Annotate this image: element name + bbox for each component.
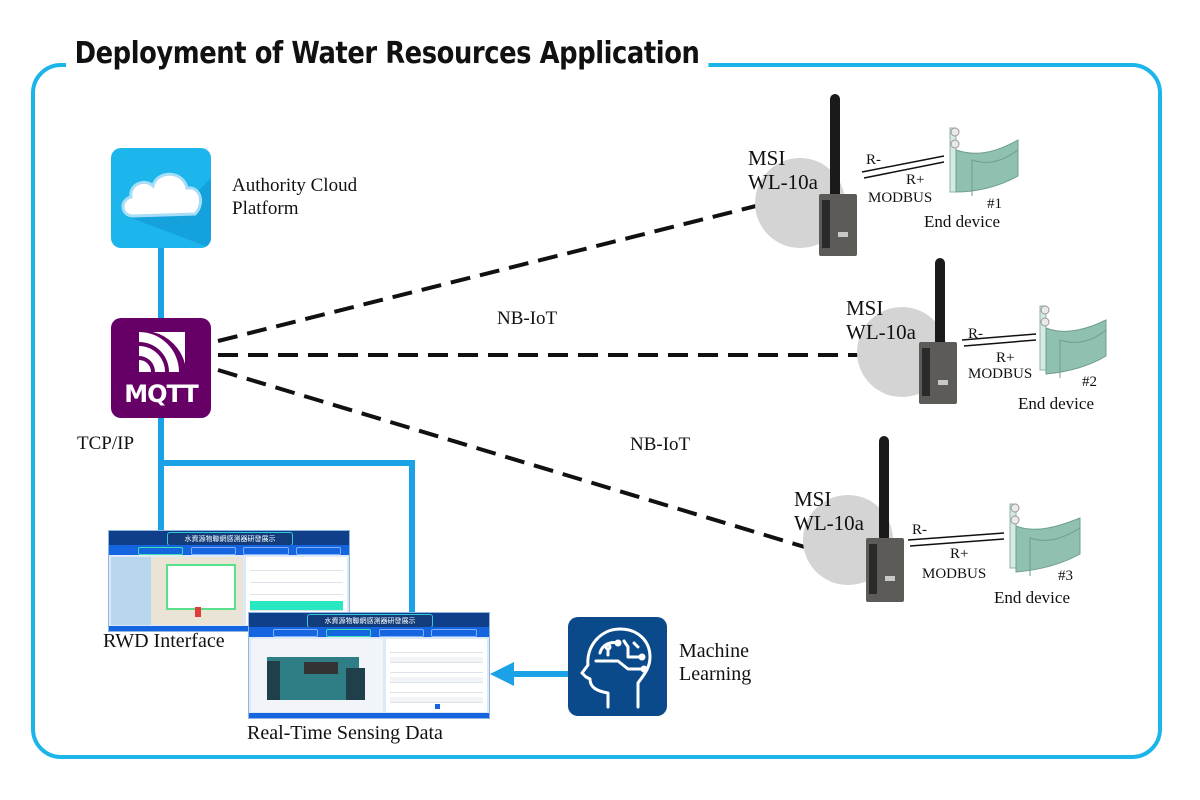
- mqtt-text: MQTT: [124, 380, 199, 408]
- rwd-interface-label: RWD Interface: [103, 630, 225, 652]
- ml-label-line2: Learning: [679, 663, 752, 685]
- gateway-1-model: WL-10a: [748, 170, 818, 194]
- gateway-2-r-minus: R-: [968, 326, 983, 342]
- tcpip-label: TCP/IP: [77, 433, 135, 454]
- gateway-3-r-minus: R-: [912, 522, 927, 538]
- gateway-1-r-minus: R-: [866, 152, 881, 168]
- realtime-table-pane: [386, 639, 487, 712]
- mqtt-signal-icon: [139, 332, 185, 372]
- rwd-interface-screenshot: 水資源物聯網感測器研發展示: [108, 530, 350, 632]
- end-device-3-icon: [1009, 503, 1081, 576]
- nbiot-link-1: [217, 203, 761, 343]
- brain-head-icon: [580, 627, 652, 709]
- ml-label-line1: Machine: [679, 640, 749, 662]
- gateway-3-protocol: MODBUS: [922, 566, 987, 582]
- cloud-icon: [121, 172, 211, 248]
- gateway-3-r-plus: R+: [950, 546, 969, 562]
- machine-learning-label: Machine Learning: [679, 640, 751, 686]
- gateway-3-name: MSI WL-10a: [794, 487, 864, 535]
- diagram-title: Deployment of Water Resources Applicatio…: [66, 36, 709, 71]
- gateway-3-antenna: [879, 436, 889, 542]
- gateway-2-r-plus: R+: [996, 350, 1015, 366]
- realtime-sensing-screenshot: 水資源物聯網感測器研發展示: [248, 612, 490, 719]
- nbiot-link-3: [217, 368, 809, 550]
- end-device-1-number: #1: [987, 196, 1002, 212]
- authority-cloud-node: [111, 148, 211, 248]
- gateway-2-antenna: [935, 258, 945, 350]
- ml-arrow-head: [490, 662, 514, 686]
- gateway-2: [857, 258, 1107, 404]
- end-device-2-number: #2: [1082, 374, 1097, 390]
- end-device-2-label: End device: [1018, 394, 1094, 413]
- end-device-3-label: End device: [994, 588, 1070, 607]
- end-device-2-icon: [1039, 305, 1107, 378]
- gateway-1-name: MSI WL-10a: [748, 146, 818, 194]
- gateway-3-brand: MSI: [794, 487, 832, 511]
- gateway-2-protocol: MODBUS: [968, 366, 1033, 382]
- realtime-chart-pane: [251, 639, 383, 712]
- nbiot-label-1: NB-IoT: [497, 308, 558, 329]
- gateway-1-brand: MSI: [748, 146, 786, 170]
- authority-cloud-label: Authority Cloud Platform: [232, 174, 357, 220]
- gateway-1-r-plus: R+: [906, 172, 925, 188]
- nbiot-label-2: NB-IoT: [630, 434, 691, 455]
- rwd-popup: [166, 563, 237, 610]
- machine-learning-node: [568, 617, 667, 716]
- gateway-1-protocol: MODBUS: [868, 190, 933, 206]
- gateway-2-model: WL-10a: [846, 320, 916, 344]
- gateway-2-name: MSI WL-10a: [846, 296, 916, 344]
- realtime-sensing-label: Real-Time Sensing Data: [247, 722, 443, 744]
- tcpip-realtime-connector: [161, 460, 415, 612]
- gateway-1-antenna: [830, 94, 840, 206]
- gateway-2-brand: MSI: [846, 296, 884, 320]
- end-device-1-icon: [949, 127, 1019, 196]
- rwd-map-pane: [111, 557, 243, 625]
- gateway-3-model: WL-10a: [794, 511, 864, 535]
- cloud-label-line2: Platform: [232, 198, 299, 219]
- mqtt-broker-node: MQTT: [111, 318, 211, 418]
- end-device-1-label: End device: [924, 212, 1000, 231]
- gateway-1: [755, 94, 1019, 256]
- end-device-3-number: #3: [1058, 568, 1073, 584]
- cloud-label-line1: Authority Cloud: [232, 175, 358, 196]
- gateway-3: [803, 436, 1081, 602]
